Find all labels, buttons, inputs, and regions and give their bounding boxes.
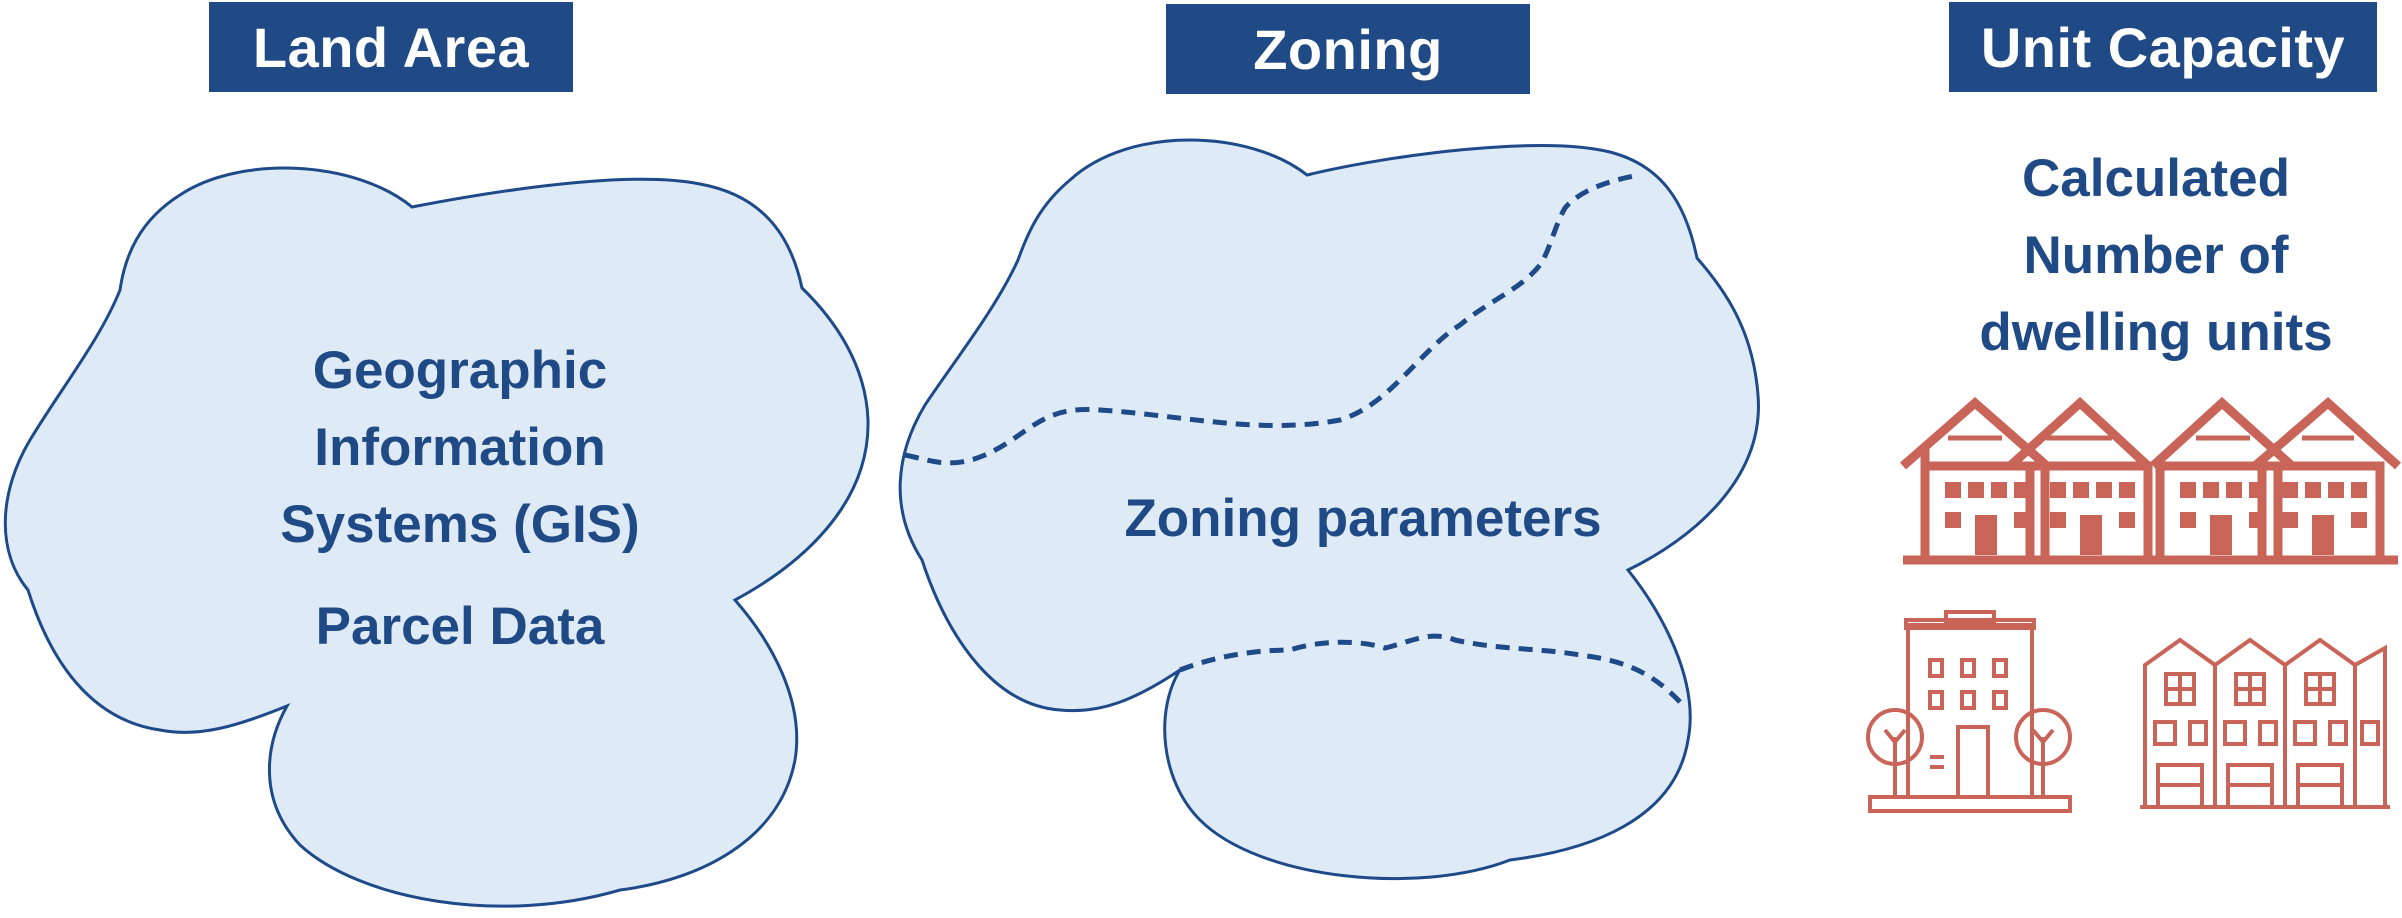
calculated-units-line3: dwelling units (1979, 303, 2333, 362)
zoning-header: Zoning (1166, 4, 1530, 94)
gis-label-line2: Information (314, 418, 606, 477)
land-area-cloud (3, 166, 870, 908)
land-area-header-label: Land Area (252, 15, 530, 79)
unit-capacity-header: Unit Capacity (1949, 2, 2377, 92)
unit-capacity-header-label: Unit Capacity (1980, 15, 2346, 79)
zoning-parameters-label: Zoning parameters (1124, 489, 1602, 548)
rowhouse-windows (1945, 482, 2367, 555)
zoning-boundary-lower (1179, 633, 1682, 704)
zoning-cloud (898, 138, 1760, 881)
zoning-boundary-upper (904, 172, 1641, 466)
calculated-units-label: Calculated Number of dwelling units (1946, 140, 2366, 371)
townhouse-icon (2140, 637, 2390, 809)
apartment-building-icon (1866, 610, 2072, 813)
gis-label-line3: Systems (GIS) (280, 495, 640, 554)
gis-label-line1: Geographic (312, 341, 608, 400)
gis-label: Geographic Information Systems (GIS) (240, 332, 680, 563)
calculated-units-line2: Number of (2023, 226, 2289, 285)
parcel-data-label: Parcel Data (315, 597, 605, 656)
zoning-header-label: Zoning (1253, 17, 1443, 81)
land-area-header: Land Area (209, 2, 573, 92)
calculated-units-line1: Calculated (2021, 149, 2291, 208)
